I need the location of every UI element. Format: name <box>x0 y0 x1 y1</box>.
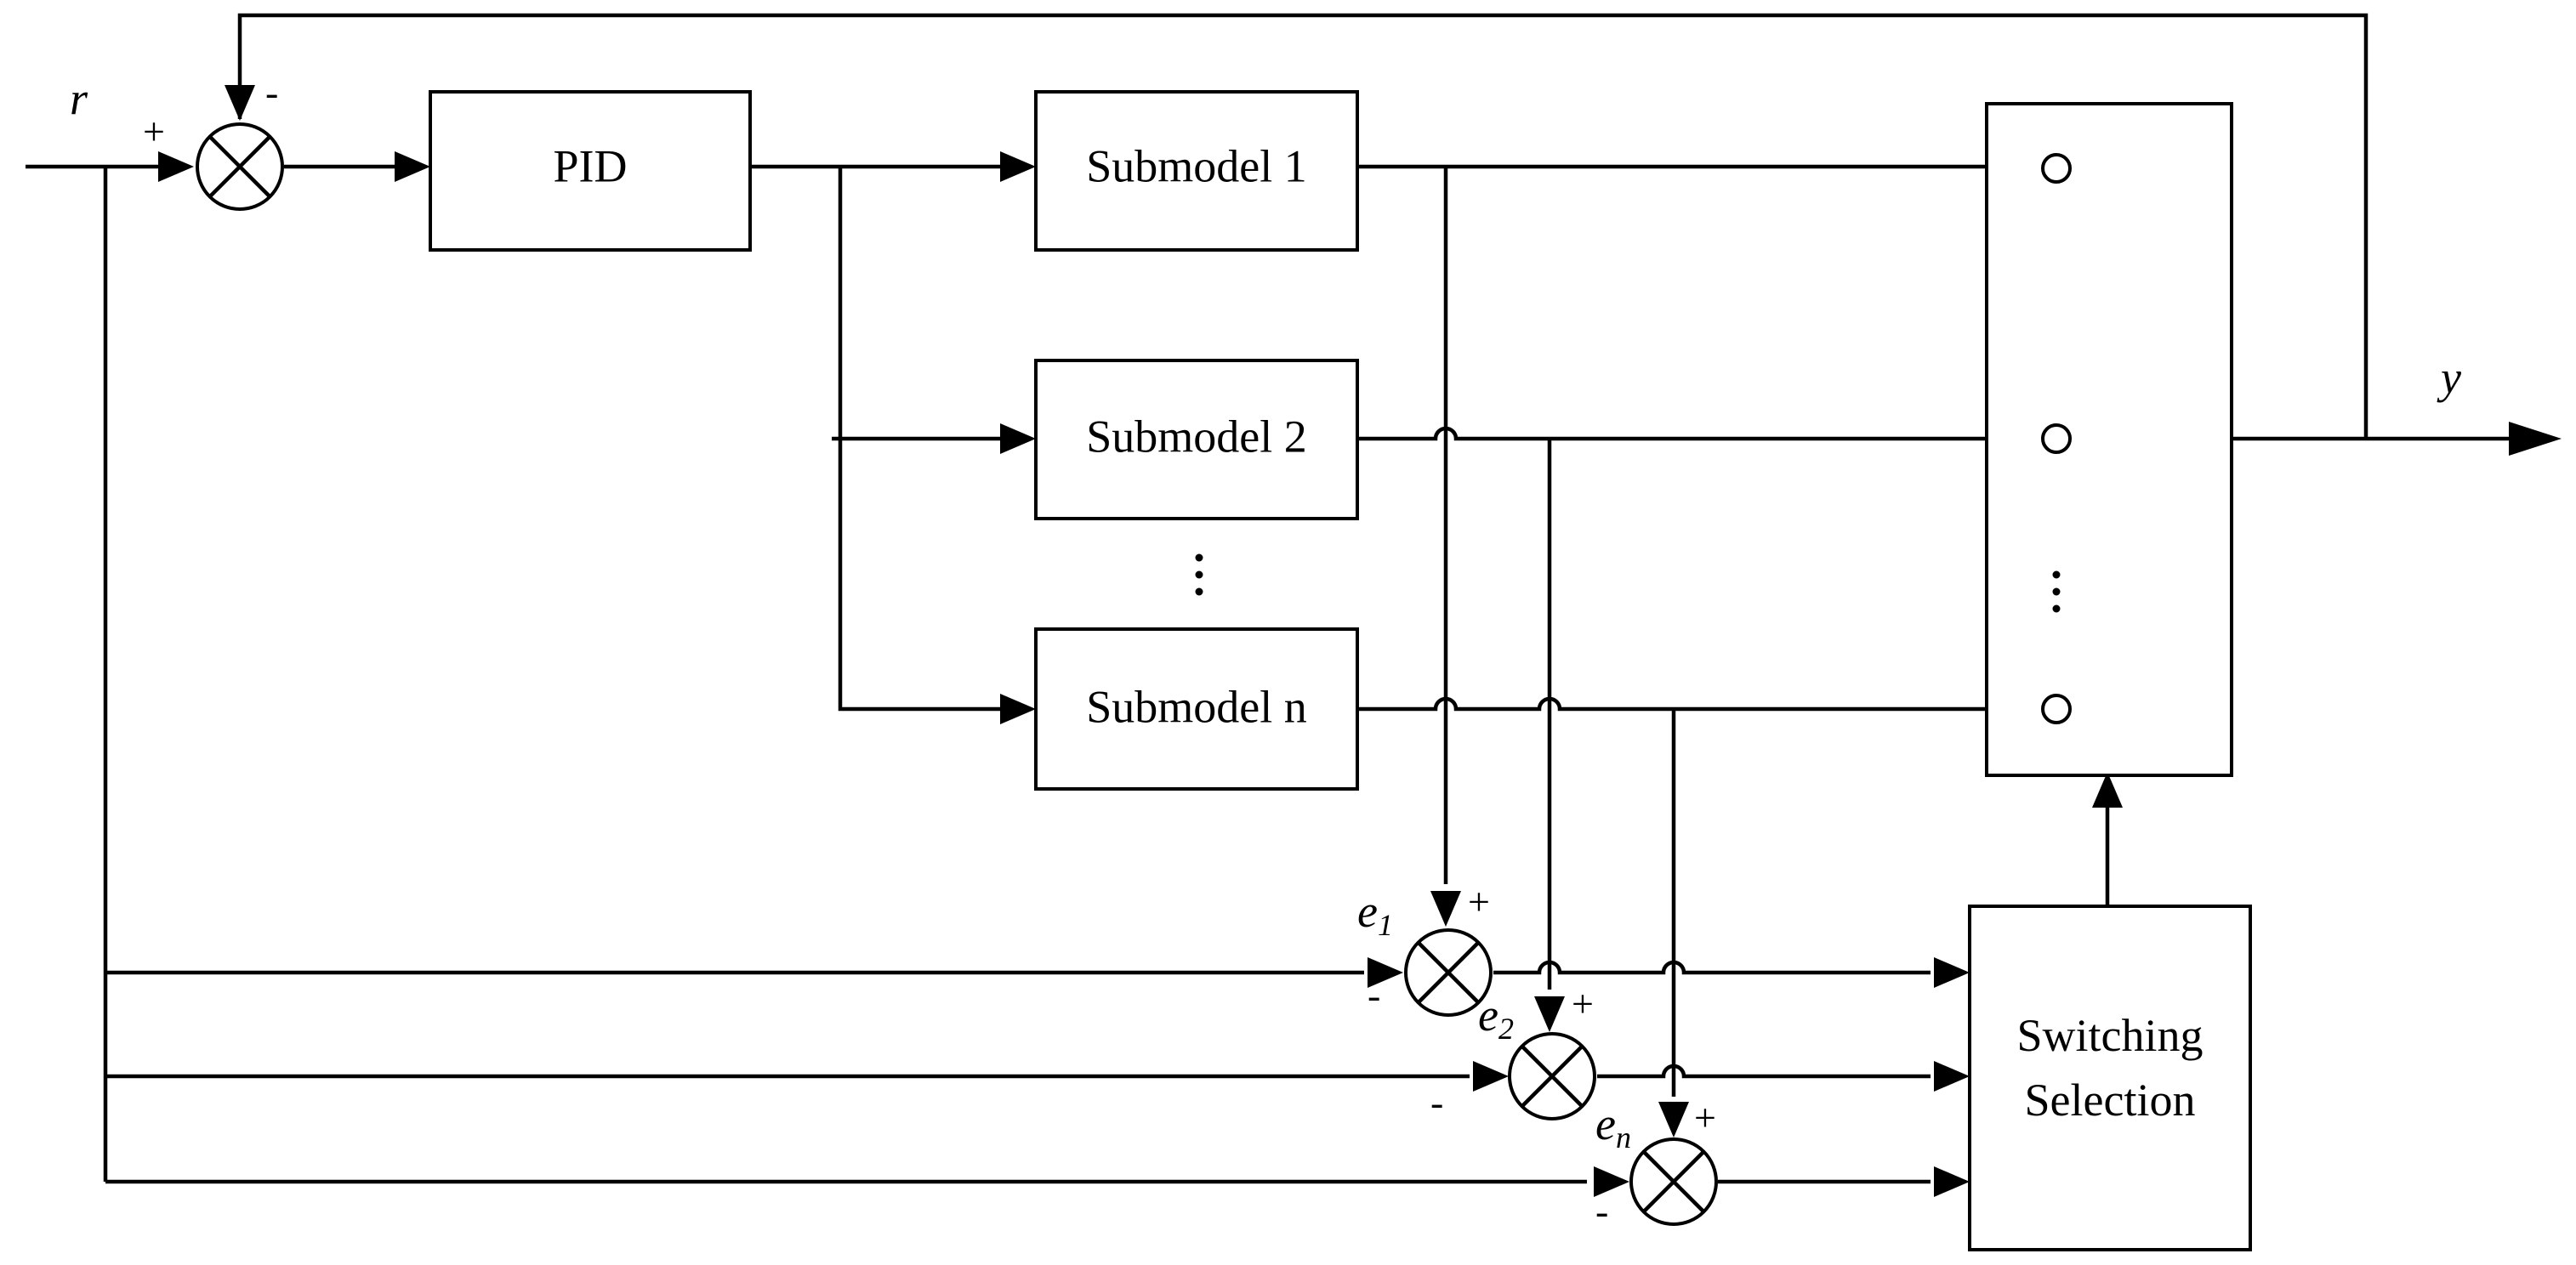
summing-junction-en <box>1629 1137 1718 1226</box>
en-minus-sign: - <box>1595 1189 1608 1233</box>
arrowhead-r-en <box>1594 1166 1629 1197</box>
switching-selection-block: Switching Selection <box>1968 905 2252 1251</box>
submodel-2-label: Submodel 2 <box>1086 411 1307 462</box>
submodel-ellipsis <box>1195 553 1203 596</box>
wire-e2-out <box>1597 1064 1931 1079</box>
input-r-label: r <box>70 73 88 124</box>
arrowhead-e2-tap <box>1534 996 1565 1032</box>
summing-junction-main <box>196 122 284 211</box>
main-plus-sign: + <box>143 110 165 153</box>
main-minus-sign: - <box>265 71 278 114</box>
error-n-label: en <box>1595 1098 1631 1154</box>
switch-contact-2 <box>2041 423 2072 454</box>
wire-pid-bus <box>838 167 1004 712</box>
wire-sub2-out <box>1357 426 2036 441</box>
error-2-label: e2 <box>1478 990 1514 1046</box>
wire-feedback <box>237 13 2368 439</box>
e2-minus-sign: - <box>1430 1081 1443 1124</box>
en-plus-sign: + <box>1694 1096 1716 1139</box>
arrowhead-r-e2 <box>1473 1061 1509 1092</box>
arrowhead-select-up <box>2092 772 2123 808</box>
arrowhead-e1-tap <box>1430 891 1461 927</box>
wire-e1-out <box>1493 960 1931 975</box>
switch-ellipsis <box>2052 570 2061 613</box>
arrowhead-sub1-in <box>1000 151 1036 182</box>
e1-plus-sign: + <box>1468 880 1490 923</box>
switch-contact-1 <box>2041 153 2072 184</box>
wires <box>26 13 2509 1184</box>
switching-selection-line1: Switching <box>2016 1010 2203 1061</box>
arrowhead-r-e1 <box>1368 957 1403 988</box>
submodel-2-block: Submodel 2 <box>1034 359 1359 520</box>
e1-minus-sign: - <box>1368 973 1380 1017</box>
wire-subn-out <box>1357 696 2036 712</box>
arrowhead-output-y <box>2509 422 2562 456</box>
arrowhead-en-select <box>1934 1166 1970 1197</box>
switch-block <box>1985 102 2233 777</box>
switch-contact-n <box>2041 694 2072 724</box>
arrowheads <box>158 85 2562 1197</box>
arrowhead-subn-in <box>1000 694 1036 724</box>
output-y-label: y <box>2437 352 2461 403</box>
pid-block: PID <box>429 90 752 252</box>
switching-selection-line2: Selection <box>2025 1075 2196 1126</box>
arrowhead-r-in <box>158 151 194 182</box>
submodel-1-block: Submodel 1 <box>1034 90 1359 252</box>
arrowhead-e2-select <box>1934 1061 1970 1092</box>
summing-junction-e1 <box>1404 928 1493 1017</box>
arrowhead-en-tap <box>1658 1102 1689 1137</box>
summing-junction-e2 <box>1508 1032 1596 1120</box>
submodel-n-block: Submodel n <box>1034 627 1359 791</box>
arrowhead-e1-select <box>1934 957 1970 988</box>
arrowhead-sub2-in <box>1000 423 1036 454</box>
e2-plus-sign: + <box>1572 982 1594 1025</box>
submodel-n-label: Submodel n <box>1086 681 1307 732</box>
arrowhead-pid-in <box>395 151 430 182</box>
pid-label: PID <box>553 140 627 191</box>
arrowhead-feedback <box>225 85 255 121</box>
error-1-label: e1 <box>1357 886 1393 942</box>
submodel-1-label: Submodel 1 <box>1086 140 1307 191</box>
